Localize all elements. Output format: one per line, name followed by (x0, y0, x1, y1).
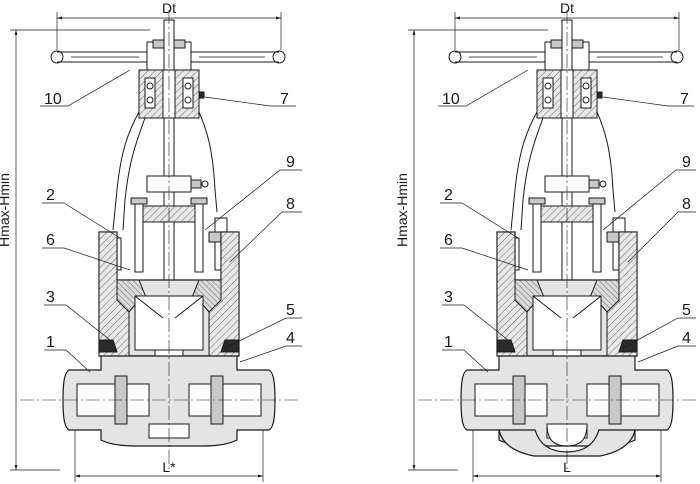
right-callout-10: 10 (442, 91, 460, 108)
left-callout-2: 2 (46, 187, 55, 204)
right-dim-length: L (563, 459, 571, 475)
right-valve-view: Dt Hmax-Hmin L 10 2 6 3 1 7 9 8 (394, 0, 698, 482)
right-callouts: 10 2 6 3 1 7 9 8 5 4 (438, 69, 696, 373)
right-body-bottom (498, 429, 636, 457)
right-callout-9: 9 (682, 154, 691, 171)
right-callout-7: 7 (680, 91, 689, 108)
right-callout-4: 4 (682, 330, 691, 347)
left-callout-7: 7 (280, 91, 289, 108)
left-callout-1: 1 (46, 334, 55, 351)
left-dim-height: Hmax-Hmin (0, 173, 12, 247)
right-callout-2: 2 (444, 187, 453, 204)
left-callout-5: 5 (286, 302, 295, 319)
right-callout-3: 3 (444, 289, 453, 306)
left-callout-10: 10 (44, 91, 62, 108)
right-dim-dt: Dt (560, 0, 574, 16)
left-dim-dt: Dt (162, 0, 176, 16)
right-callout-5: 5 (682, 302, 691, 319)
right-callout-1: 1 (444, 334, 453, 351)
left-callouts: 10 2 6 3 1 7 9 8 5 4 (40, 69, 302, 373)
left-callout-8: 8 (286, 196, 295, 213)
right-dim-height: Hmax-Hmin (394, 173, 410, 247)
right-callout-6: 6 (444, 232, 453, 249)
right-callout-8: 8 (682, 196, 691, 213)
left-callout-4: 4 (286, 330, 295, 347)
left-callout-9: 9 (286, 154, 295, 171)
left-dim-length: L* (162, 459, 176, 475)
left-valve-view: Dt Hmax-Hmin L* 10 2 6 3 1 7 9 (0, 0, 302, 482)
left-callout-3: 3 (46, 289, 55, 306)
left-callout-6: 6 (46, 232, 55, 249)
